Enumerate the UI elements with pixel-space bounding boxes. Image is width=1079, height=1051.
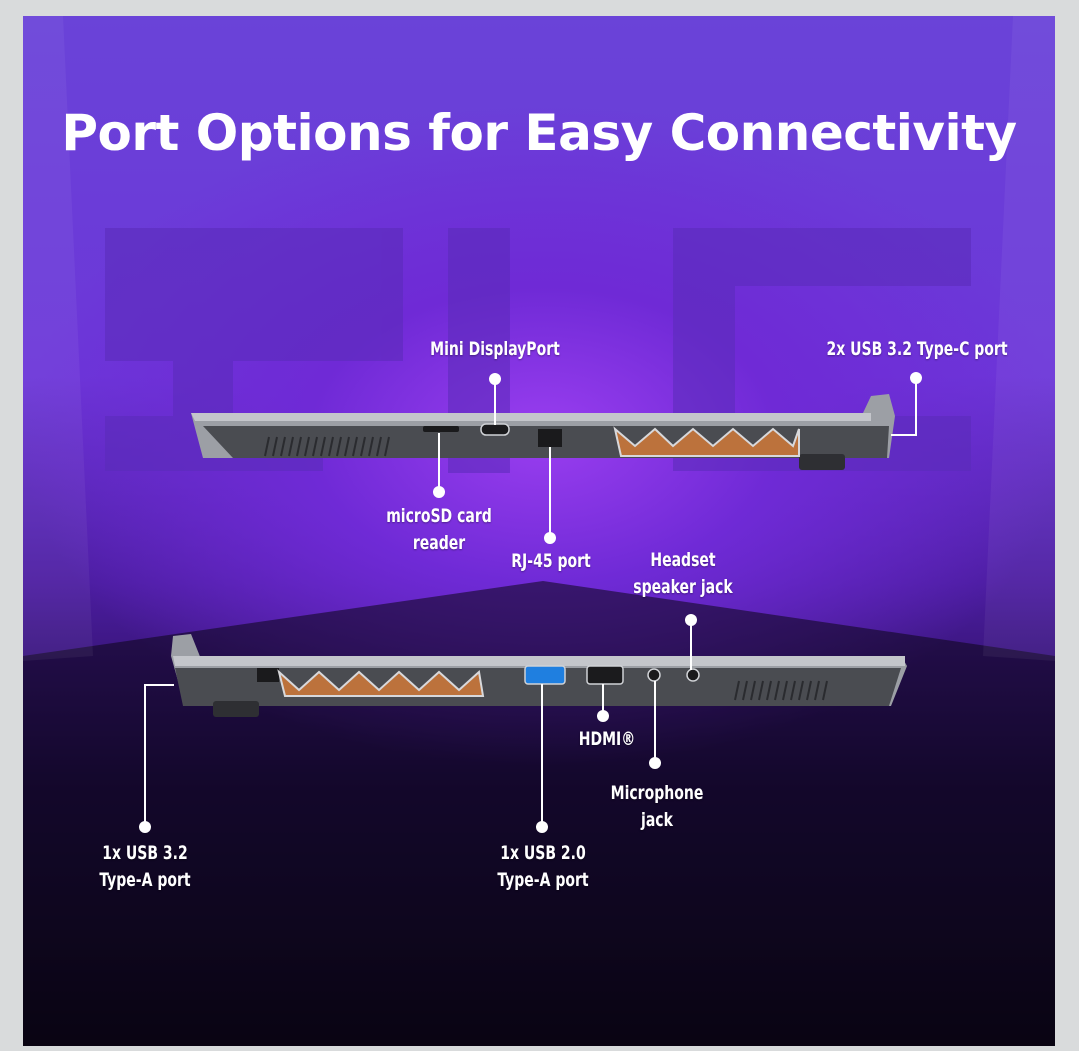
usb32a-label: 1x USB 3.2 Type-A port bbox=[99, 840, 190, 894]
laptop-right-side bbox=[191, 394, 895, 470]
rj45-callout-line bbox=[549, 447, 551, 539]
hdmi-callout-dot bbox=[597, 710, 609, 722]
mini-displayport-callout-line bbox=[494, 379, 496, 425]
microphone-callout-line bbox=[654, 681, 656, 763]
headset-label-line1: Headset bbox=[650, 549, 716, 571]
microphone-label: Microphone jack bbox=[611, 780, 704, 834]
microsd-label: microSD card reader bbox=[386, 503, 492, 557]
headset-label-line2: speaker jack bbox=[633, 576, 733, 598]
microsd-label-line1: microSD card bbox=[386, 505, 492, 527]
page-title: Port Options for Easy Connectivity bbox=[61, 104, 1017, 162]
laptop-left-side bbox=[171, 634, 907, 717]
microphone-callout-dot bbox=[649, 757, 661, 769]
microphone-label-line1: Microphone bbox=[610, 782, 704, 804]
usb32a-callout-line-h bbox=[144, 684, 174, 686]
mini-displayport-label: Mini DisplayPort bbox=[430, 338, 560, 360]
usb20a-label-line1: 1x USB 2.0 bbox=[500, 842, 586, 864]
usb-c-callout-line-h bbox=[891, 434, 917, 436]
usb20a-label: 1x USB 2.0 Type-A port bbox=[497, 840, 588, 894]
microsd-label-line2: reader bbox=[412, 532, 466, 554]
product-image-panel: Port Options for Easy Connectivity bbox=[23, 16, 1055, 1046]
usb-c-label: 2x USB 3.2 Type-C port bbox=[826, 338, 1008, 360]
headset-callout-line bbox=[690, 620, 692, 670]
hdmi-callout-line bbox=[602, 684, 604, 716]
microsd-callout-line bbox=[438, 433, 440, 493]
usb32a-callout-line bbox=[144, 684, 146, 828]
hdmi-label: HDMI® bbox=[578, 728, 636, 750]
headset-label: Headset speaker jack bbox=[633, 547, 732, 601]
usb20a-callout-line bbox=[541, 684, 543, 828]
microphone-label-line2: jack bbox=[641, 809, 673, 831]
rj45-label: RJ-45 port bbox=[511, 550, 591, 572]
usb-c-callout-line bbox=[915, 378, 917, 436]
usb32a-label-line1: 1x USB 3.2 bbox=[102, 842, 188, 864]
usb32a-label-line2: Type-A port bbox=[99, 869, 191, 891]
usb20a-label-line2: Type-A port bbox=[497, 869, 589, 891]
